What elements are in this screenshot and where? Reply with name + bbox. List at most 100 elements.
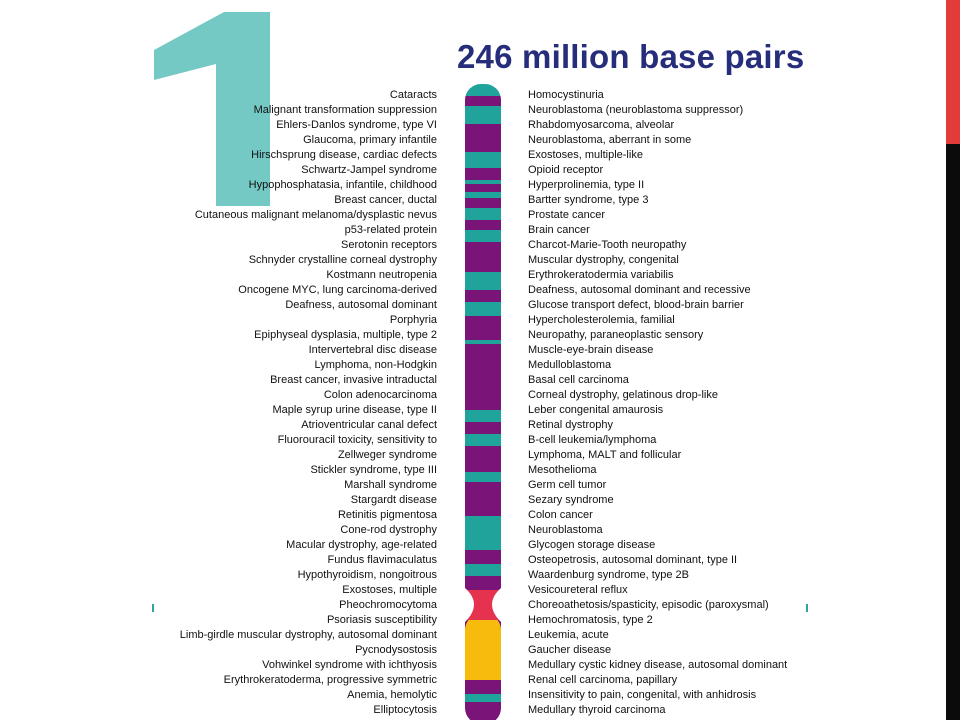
right-disease-item: Neuroblastoma, aberrant in some [528,134,692,146]
numeral-one-label: 1 [152,8,153,9]
right-disease-item: Deafness, autosomal dominant and recessi… [528,284,751,296]
right-disease-item: Hyperprolinemia, type II [528,179,645,191]
right-disease-item: Charcot-Marie-Tooth neuropathy [528,239,687,251]
chromosome-band [465,290,501,302]
right-disease-item: Medullary cystic kidney disease, autosom… [528,659,788,671]
left-disease-item: Kostmann neutropenia [326,269,437,281]
chromosome-band [465,168,501,180]
right-disease-item: Insensitivity to pain, congenital, with … [528,689,757,701]
right-disease-item: Leber congenital amaurosis [528,404,664,416]
left-disease-item: Vohwinkel syndrome with ichthyosis [262,659,437,671]
left-disease-item: Psoriasis susceptibility [326,614,437,626]
left-disease-item: Stargardt disease [350,494,437,506]
left-disease-item: Pycnodysostosis [355,644,437,656]
chromosome-band [465,550,501,564]
left-disease-item: Cutaneous malignant melanoma/dysplastic … [194,209,437,221]
left-disease-item: Macular dystrophy, age-related [286,539,437,551]
left-disease-item: Stickler syndrome, type III [310,464,437,476]
right-disease-item: Medulloblastoma [528,359,612,371]
centromere-mask-right [492,588,507,622]
left-disease-item: Schnyder crystalline corneal dystrophy [248,254,437,266]
chromosome-band [465,434,501,446]
right-disease-item: Corneal dystrophy, gelatinous drop-like [528,389,718,401]
centromere-mask-left [459,588,474,622]
chromosome-band [465,694,501,702]
left-disease-item: Anemia, hemolytic [347,689,437,701]
right-disease-item: Sezary syndrome [528,494,614,506]
right-disease-item: Germ cell tumor [528,479,607,491]
chromosome-band [465,482,501,516]
left-disease-item: Deafness, autosomal dominant [285,299,437,311]
left-disease-item: Exostoses, multiple [342,584,437,596]
right-disease-item: Choreoathetosis/spasticity, episodic (pa… [528,599,769,611]
left-disease-item: Porphyria [389,314,437,326]
left-disease-item: Maple syrup urine disease, type II [272,404,437,416]
frame-mark-right [806,604,808,612]
centromere-constriction [465,590,501,620]
right-disease-item: Exostoses, multiple-like [528,149,643,161]
chromosome-p-arm [465,84,501,644]
left-disease-item: Retinitis pigmentosa [337,509,437,521]
left-disease-item: Malignant transformation suppression [253,104,437,116]
chromosome-band [465,220,501,230]
right-disease-item: Neuroblastoma [528,524,603,536]
right-disease-item: Glycogen storage disease [528,539,656,551]
chromosome-band [465,422,501,434]
chromosome-band [465,192,501,198]
chromosome-band [465,96,501,106]
right-disease-item: Neuropathy, paraneoplastic sensory [528,329,704,341]
chromosome-band [465,242,501,272]
left-disease-item: Cone-rod dystrophy [340,524,437,536]
right-disease-item: Waardenburg syndrome, type 2B [528,569,690,581]
chromosome-q-arm [465,614,501,720]
right-disease-item: Erythrokeratodermia variabilis [528,269,674,281]
right-disease-item: Muscular dystrophy, congenital [528,254,679,266]
right-disease-item: Osteopetrosis, autosomal dominant, type … [528,554,738,566]
left-disease-item: Hypothyroidism, nongoitrous [297,569,437,581]
chromosome-band [465,184,501,192]
left-disease-item: Hypophosphatasia, infantile, childhood [248,179,437,191]
chromosome-band [465,576,501,590]
right-disease-item: Homocystinuria [528,89,604,101]
left-disease-item: Pheochromocytoma [339,599,437,611]
slide-accent-bar-black [946,144,960,720]
left-disease-item: Epiphyseal dysplasia, multiple, type 2 [254,329,437,341]
chromosome-band [465,230,501,242]
left-disease-item: Atrioventricular canal defect [301,419,437,431]
right-disease-item: Muscle-eye-brain disease [528,344,654,356]
chromosome-band [465,472,501,482]
right-disease-item: B-cell leukemia/lymphoma [528,434,657,446]
right-disease-item: Medullary thyroid carcinoma [528,704,666,716]
left-disease-item: Hirschsprung disease, cardiac defects [251,149,437,161]
right-disease-item: Gaucher disease [528,644,612,656]
left-disease-item: Erythrokeratoderma, progressive symmetri… [223,674,437,686]
frame-mark-left [152,604,154,612]
right-disease-item: Basal cell carcinoma [528,374,629,386]
chromosome-band [465,446,501,472]
right-disease-item: Glucose transport defect, blood-brain ba… [528,299,744,311]
chromosome-number-numeral: 1 [152,8,270,206]
centromere [459,588,507,622]
chromosome-band [465,614,501,680]
left-disease-item: Zellweger syndrome [337,449,437,461]
page-title: 246 million base pairs [457,38,805,75]
right-disease-item: Neuroblastoma (neuroblastoma suppressor) [528,104,744,116]
left-disease-item: Breast cancer, invasive intraductal [270,374,437,386]
right-disease-item: Renal cell carcinoma, papillary [528,674,678,686]
chromosome-band [465,272,501,290]
chromosome-ideogram [459,84,507,720]
chromosome-band [465,410,501,422]
chromosome-band [465,180,501,184]
left-disease-item: Fluorouracil toxicity, sensitivity to [277,434,437,446]
right-disease-item: Prostate cancer [528,209,606,221]
left-disease-item: Elliptocytosis [373,704,437,716]
right-disease-item: Retinal dystrophy [528,419,613,431]
right-disease-item: Hemochromatosis, type 2 [528,614,653,626]
left-disease-item: Colon adenocarcinoma [323,389,437,401]
chromosome-band [465,340,501,344]
chromosome-band [465,302,501,316]
chromosome-band [465,106,501,124]
